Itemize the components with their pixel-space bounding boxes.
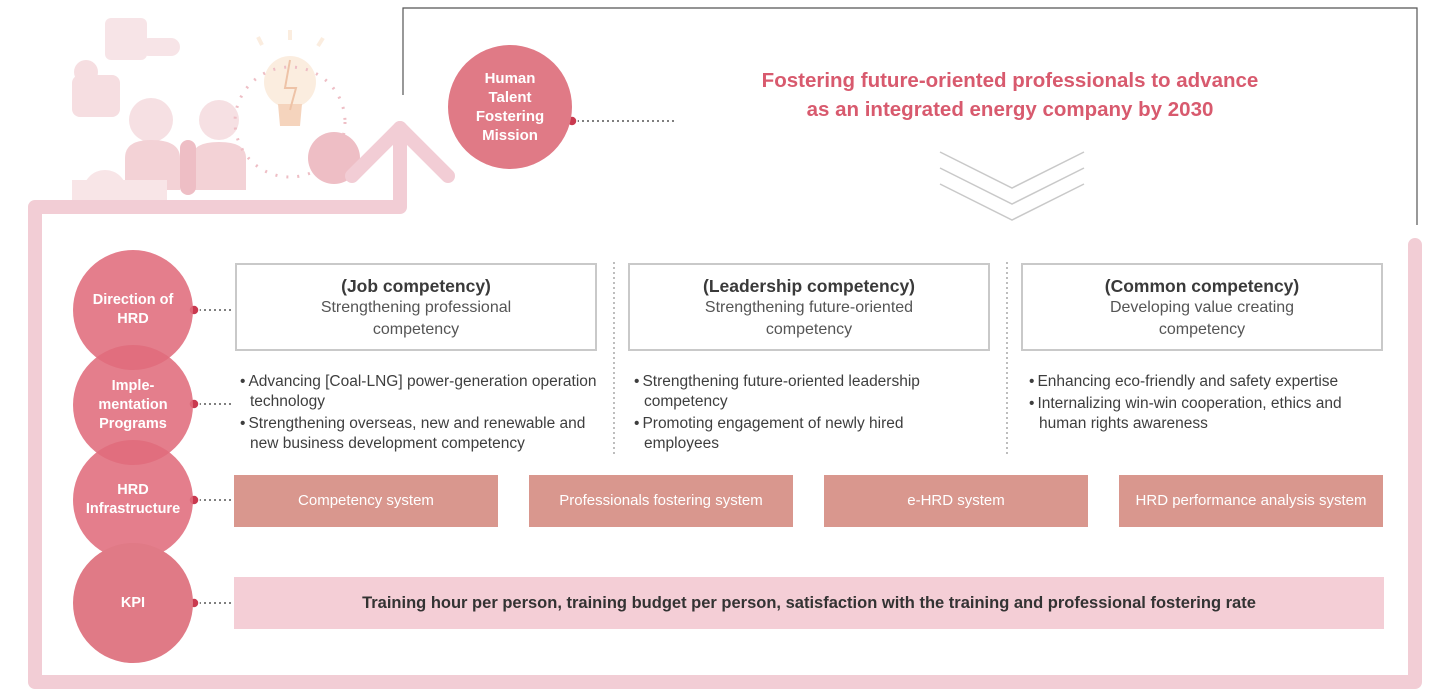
infra-hrd-performance-analysis-system: HRD performance analysis system (1119, 475, 1383, 527)
direction-box-common: (Common competency) Developing value cre… (1021, 263, 1383, 351)
upward-arrow (28, 121, 407, 252)
mission-box-outline (402, 7, 1418, 225)
mission-statement: Fostering future-oriented professionals … (761, 69, 1259, 121)
infra-professionals-fostering-system: Professionals fostering system (529, 475, 793, 527)
list-item: Strengthening future-oriented leadership… (634, 372, 974, 412)
mission-circle: Human Talent Fostering Mission (448, 45, 572, 169)
programs-leadership: Strengthening future-oriented leadership… (634, 372, 974, 456)
people-lightbulb-icon (72, 18, 360, 214)
list-item: Internalizing win-win cooperation, ethic… (1029, 394, 1379, 434)
direction-box-leadership: (Leadership competency) Strengthening fu… (628, 263, 990, 351)
list-item: Advancing [Coal-LNG] power-generation op… (240, 372, 600, 412)
kpi-circle: KPI (73, 543, 193, 663)
connector-dots (188, 304, 200, 609)
row-connectors (194, 309, 232, 604)
programs-job: Advancing [Coal-LNG] power-generation op… (240, 372, 600, 456)
arrow-head (345, 121, 455, 183)
hrd-frame (28, 238, 1422, 689)
list-item: Promoting engagement of newly hired empl… (634, 414, 974, 454)
infra-competency-system: Competency system (234, 475, 498, 527)
column-separators (613, 262, 1008, 455)
chevron-down-icon (939, 151, 1085, 221)
kpi-bar: Training hour per person, training budge… (234, 577, 1384, 629)
list-item: Strengthening overseas, new and renewabl… (240, 414, 600, 454)
list-item: Enhancing eco-friendly and safety expert… (1029, 372, 1379, 392)
programs-common: Enhancing eco-friendly and safety expert… (1029, 372, 1379, 436)
infra-e-hrd-system: e-HRD system (824, 475, 1088, 527)
direction-box-job: (Job competency) Strengthening professio… (235, 263, 597, 351)
